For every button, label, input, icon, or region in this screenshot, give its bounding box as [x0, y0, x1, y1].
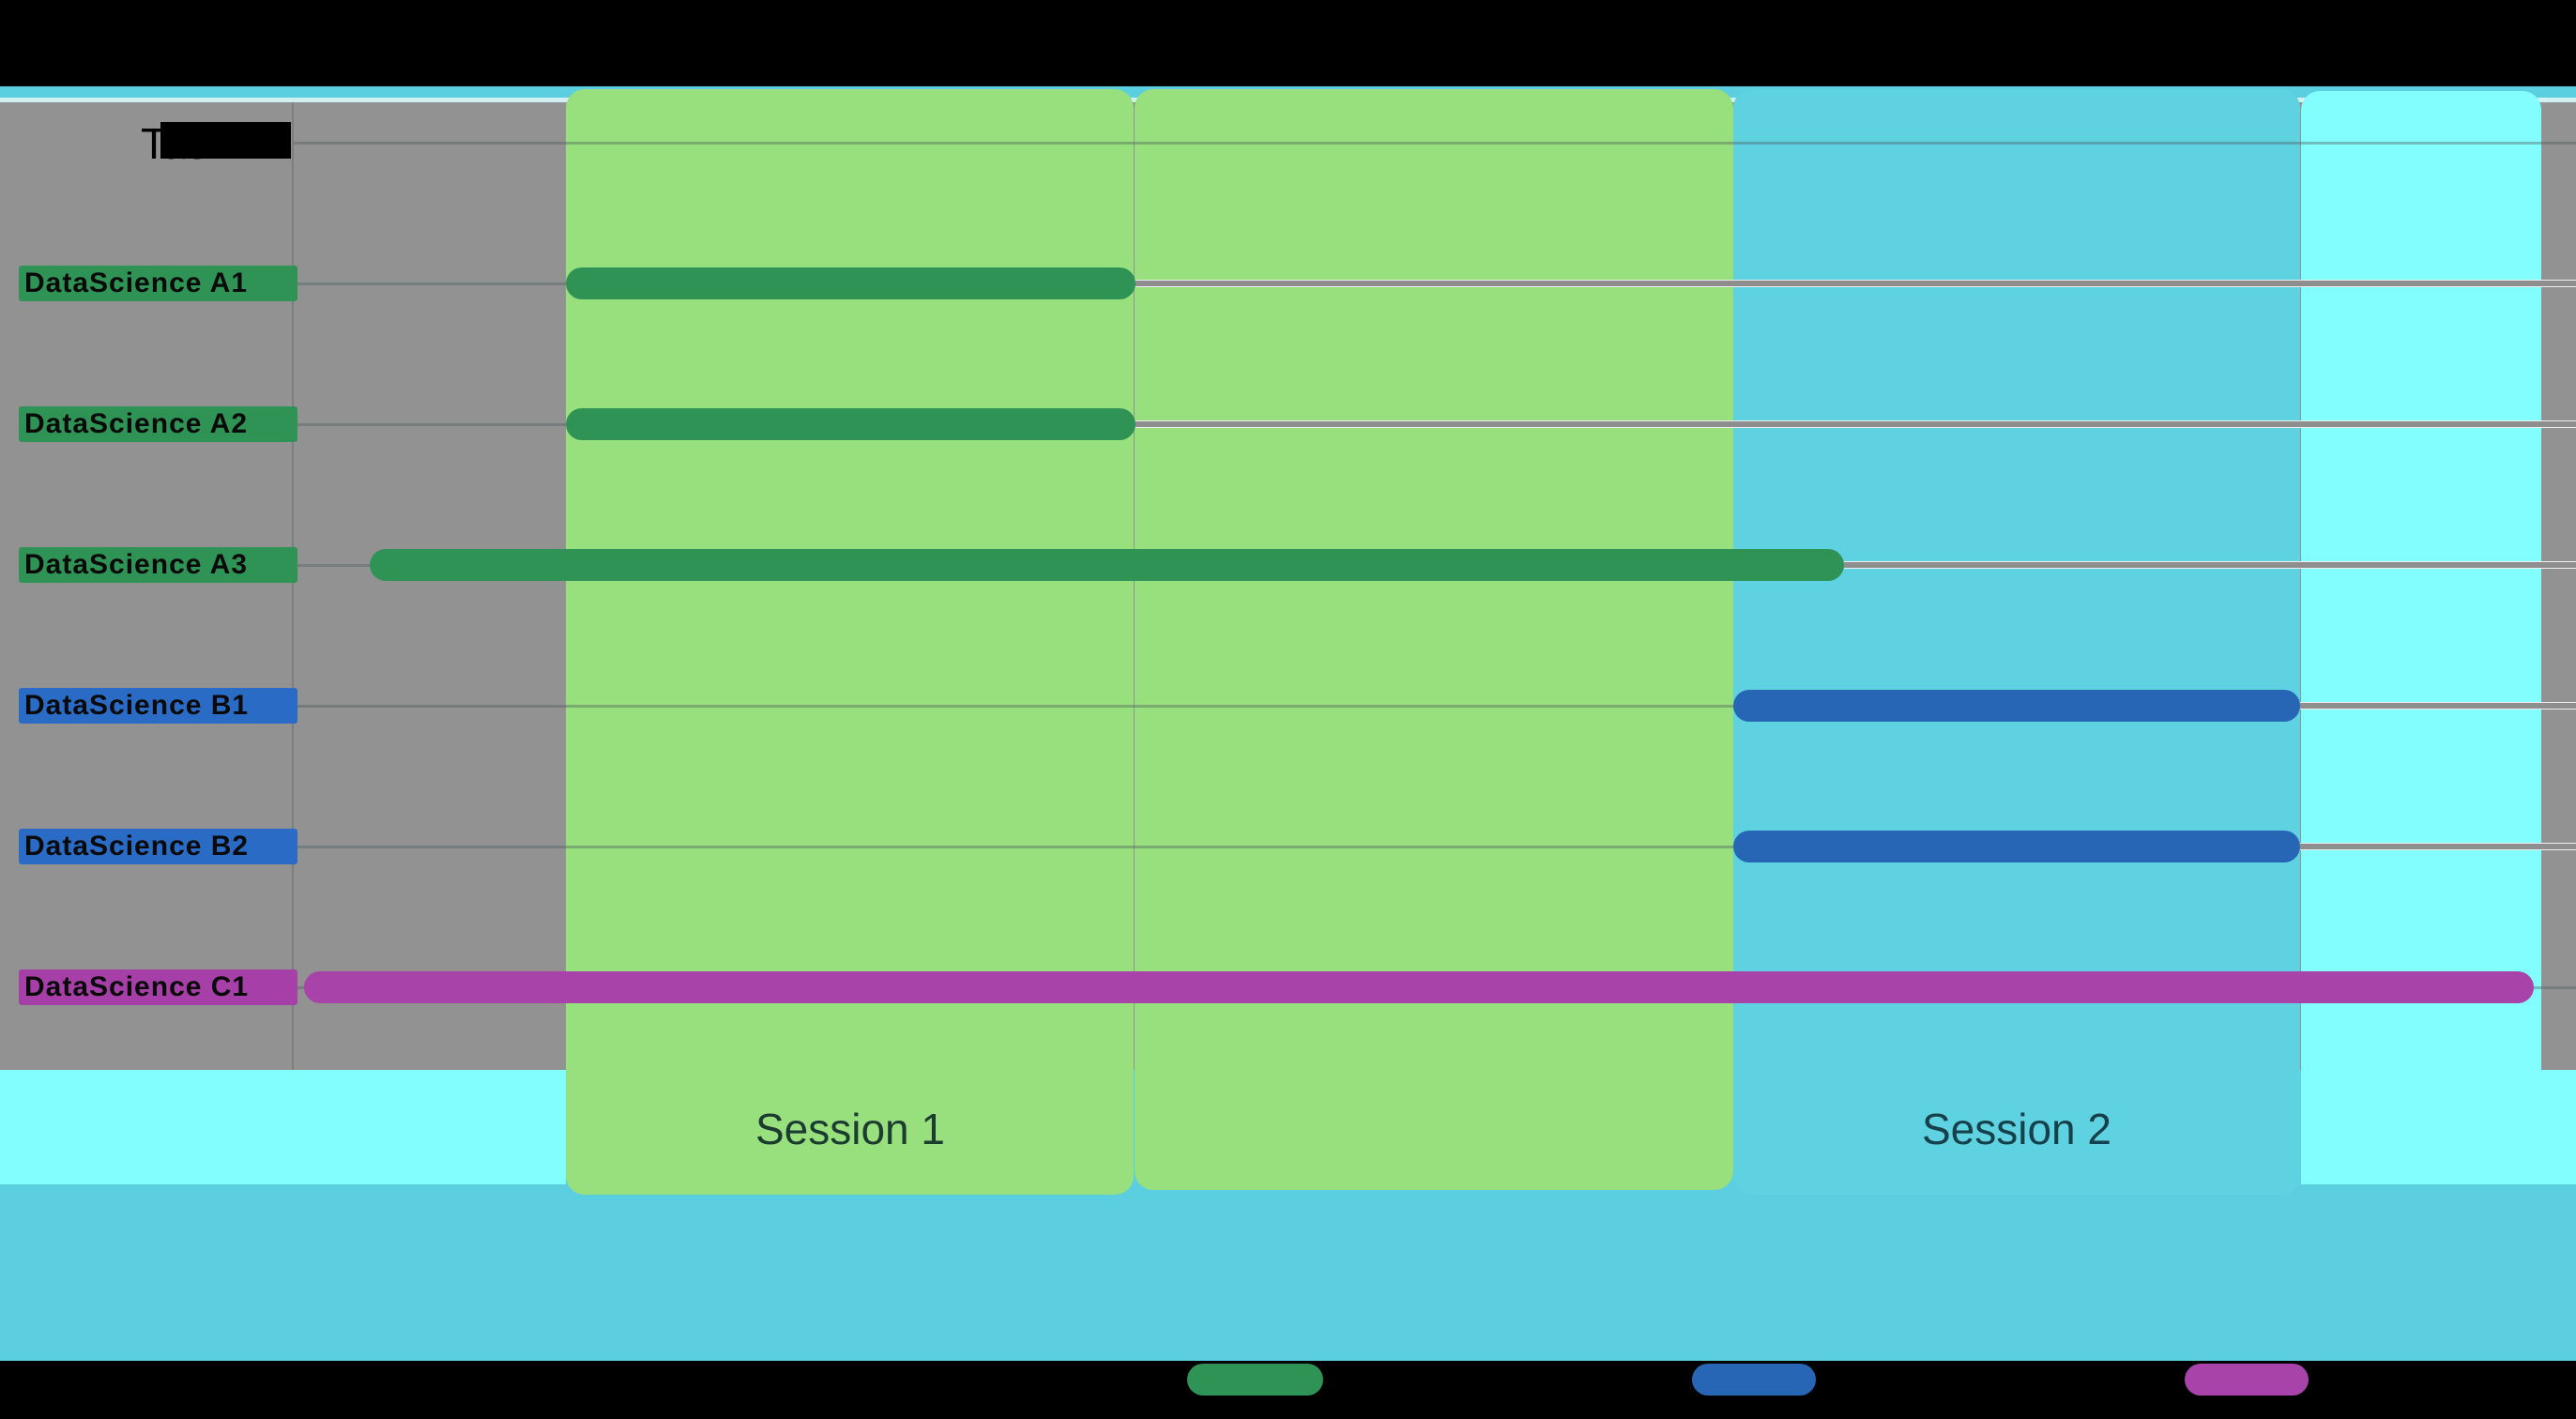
row-label-4: DataScience B1 — [19, 688, 297, 724]
row-label-2: DataScience A2 — [19, 406, 297, 442]
row-label-5: DataScience B2 — [19, 829, 297, 864]
redacted-bar-continuation-line — [2300, 843, 2576, 850]
gridline — [292, 142, 2576, 145]
task-bar-2[interactable] — [566, 408, 1136, 440]
legend-swatch-1[interactable] — [1187, 1364, 1323, 1396]
task-bar-1[interactable] — [566, 267, 1136, 299]
task-bar-6[interactable] — [304, 971, 2534, 1003]
task-bar-3[interactable] — [370, 549, 1844, 581]
redacted-bar-continuation-line — [1136, 420, 2576, 428]
session-1a-band — [566, 89, 1134, 1195]
session-1b-band — [1135, 89, 1733, 1190]
row-label-3: DataScience A3 — [19, 547, 297, 583]
task-bar-5[interactable] — [1733, 831, 2300, 862]
row-label-1: DataScience A1 — [19, 266, 297, 301]
gridline — [292, 846, 2576, 848]
session-2-band — [1733, 89, 2300, 1195]
session-annotation-1: Session 1 — [755, 1105, 946, 1153]
y-axis-line — [292, 102, 294, 1070]
task-bar-4[interactable] — [1733, 690, 2300, 722]
outside-session-strip — [0, 1070, 566, 1184]
gridline — [292, 705, 2576, 708]
redacted-bar-continuation-line — [2300, 702, 2576, 710]
legend-swatch-2[interactable] — [1692, 1364, 1816, 1396]
redacted-bar-continuation-line — [1136, 280, 2576, 287]
redacted-bar-continuation-line — [1844, 561, 2576, 569]
session-3-band — [2301, 91, 2541, 1184]
row-label-6: DataScience C1 — [19, 969, 297, 1005]
title-redaction-box — [160, 122, 291, 159]
legend-swatch-3[interactable] — [2185, 1364, 2309, 1396]
session-annotation-2: Session 2 — [1921, 1105, 2112, 1153]
